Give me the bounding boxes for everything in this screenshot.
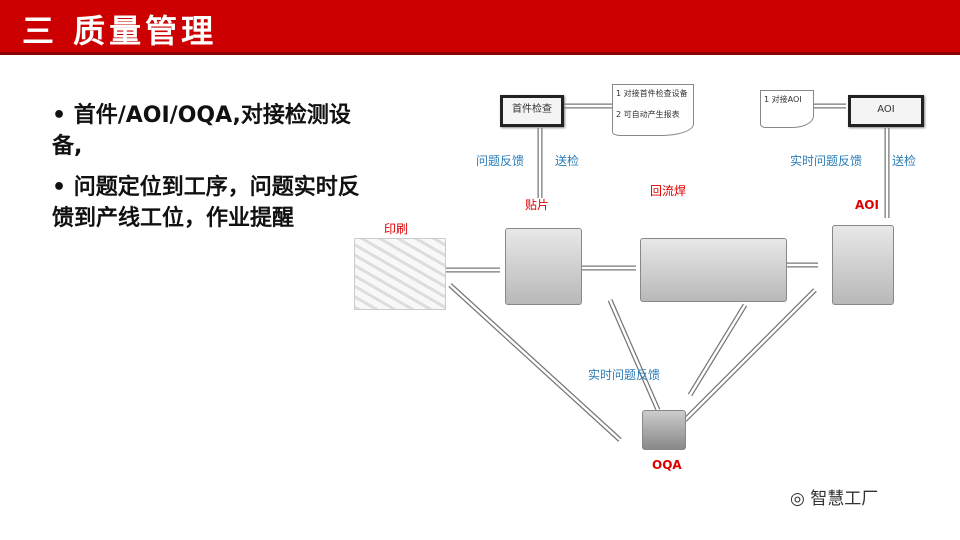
aoi-box: AOI [848,95,924,127]
mount-label: 贴片 [525,198,550,212]
watermark: ◎ 智慧工厂 [790,489,879,509]
first-check-box: 首件检查 [500,95,564,127]
oqa-station-image [642,410,686,450]
title-bar: 三 质量管理 [0,0,960,55]
center-feedback-label: 实时问题反馈 [588,368,661,382]
page-title: 三 质量管理 [22,12,218,50]
feedback-label-right: 实时问题反馈 [790,154,863,168]
bullet-2: • 问题定位到工序，问题实时反馈到产线工位，作业提醒 [52,175,360,231]
bullet-1: • 首件/AOI/OQA,对接检测设备, [52,103,351,159]
watermark-text: 智慧工厂 [810,489,879,509]
reflow-label: 回流焊 [650,184,687,198]
feedback-label: 问题反馈 [476,154,525,168]
print-image [354,238,446,310]
first-check-doc: 1 对接首件检查设备 2 可自动产生报表 [612,84,694,136]
reflow-machine-image [640,238,787,302]
send-label-right: 送检 [892,154,917,168]
bullet-text: 问题定位到工序，问题实时反馈到产线工位，作业提醒 [52,175,360,231]
aoi-doc: 1 对接AOI [760,90,814,128]
oqa-label: OQA [652,458,682,472]
bullet-text: 首件/AOI/OQA,对接检测设备, [52,103,351,159]
mount-machine-image [505,228,582,305]
doc-line: 1 对接首件检查设备 [616,89,688,98]
print-label: 印刷 [384,222,409,236]
doc-line: 2 可自动产生报表 [616,110,680,119]
aoi-label: AOI [855,198,879,212]
aoi-machine-image [832,225,894,305]
send-label: 送检 [555,154,580,168]
